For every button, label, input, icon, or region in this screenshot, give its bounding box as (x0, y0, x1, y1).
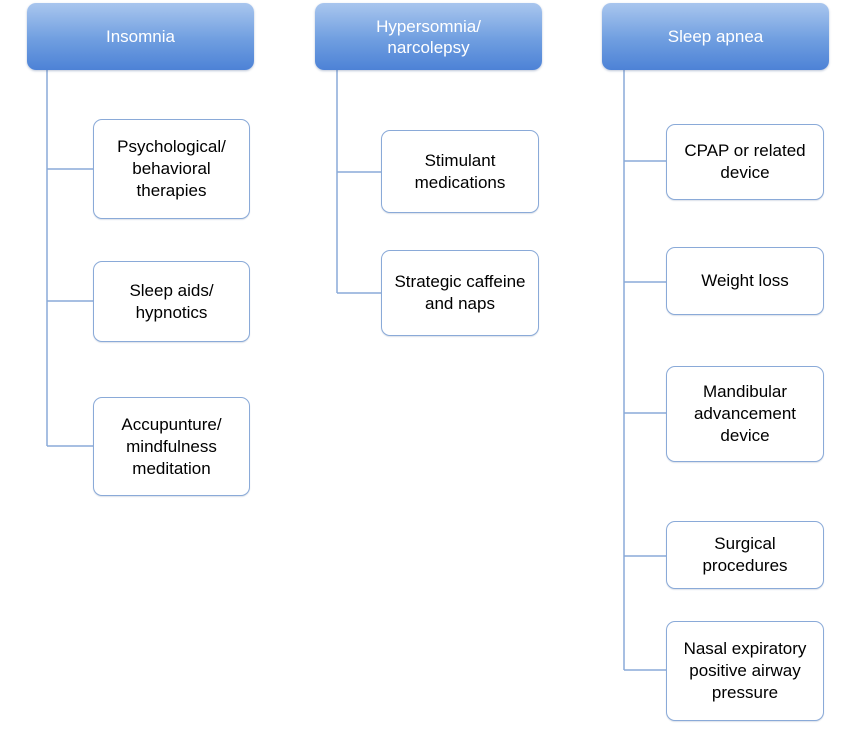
treatment-label: Nasal expiratory positive airway pressur… (683, 639, 807, 702)
treatment-box: CPAP or related device (666, 124, 824, 200)
treatment-box: Weight loss (666, 247, 824, 315)
treatment-box: Strategic caffeine and naps (381, 250, 539, 336)
treatment-label: CPAP or related device (684, 141, 806, 182)
treatment-box: Surgical procedures (666, 521, 824, 589)
treatment-box: Mandibular advancement device (666, 366, 824, 462)
treatment-label: Psychological/ behavioral therapies (117, 137, 226, 200)
treatment-label: Mandibular advancement device (693, 382, 797, 445)
header-label: Insomnia (106, 27, 175, 46)
header-label: Sleep apnea (667, 27, 764, 46)
treatment-label: Accupunture/ mindfulness meditation (121, 414, 222, 478)
treatment-label: Stimulant medications (414, 150, 506, 192)
header-hypersomnia-narcolepsy: Hypersomnia/ narcolepsy (315, 3, 542, 70)
treatment-label: Strategic caffeine and naps (394, 272, 526, 313)
header-sleep-apnea: Sleep apnea (602, 3, 829, 70)
treatment-box: Accupunture/ mindfulness meditation (93, 397, 250, 496)
treatment-label: Sleep aids/ hypnotics (129, 280, 214, 322)
header-label: Hypersomnia/ narcolepsy (376, 16, 481, 57)
treatment-label: Weight loss (701, 271, 789, 290)
treatment-label: Surgical procedures (702, 534, 788, 575)
treatment-box: Psychological/ behavioral therapies (93, 119, 250, 219)
treatment-box: Nasal expiratory positive airway pressur… (666, 621, 824, 721)
treatment-box: Sleep aids/ hypnotics (93, 261, 250, 342)
treatment-box: Stimulant medications (381, 130, 539, 213)
header-insomnia: Insomnia (27, 3, 254, 70)
